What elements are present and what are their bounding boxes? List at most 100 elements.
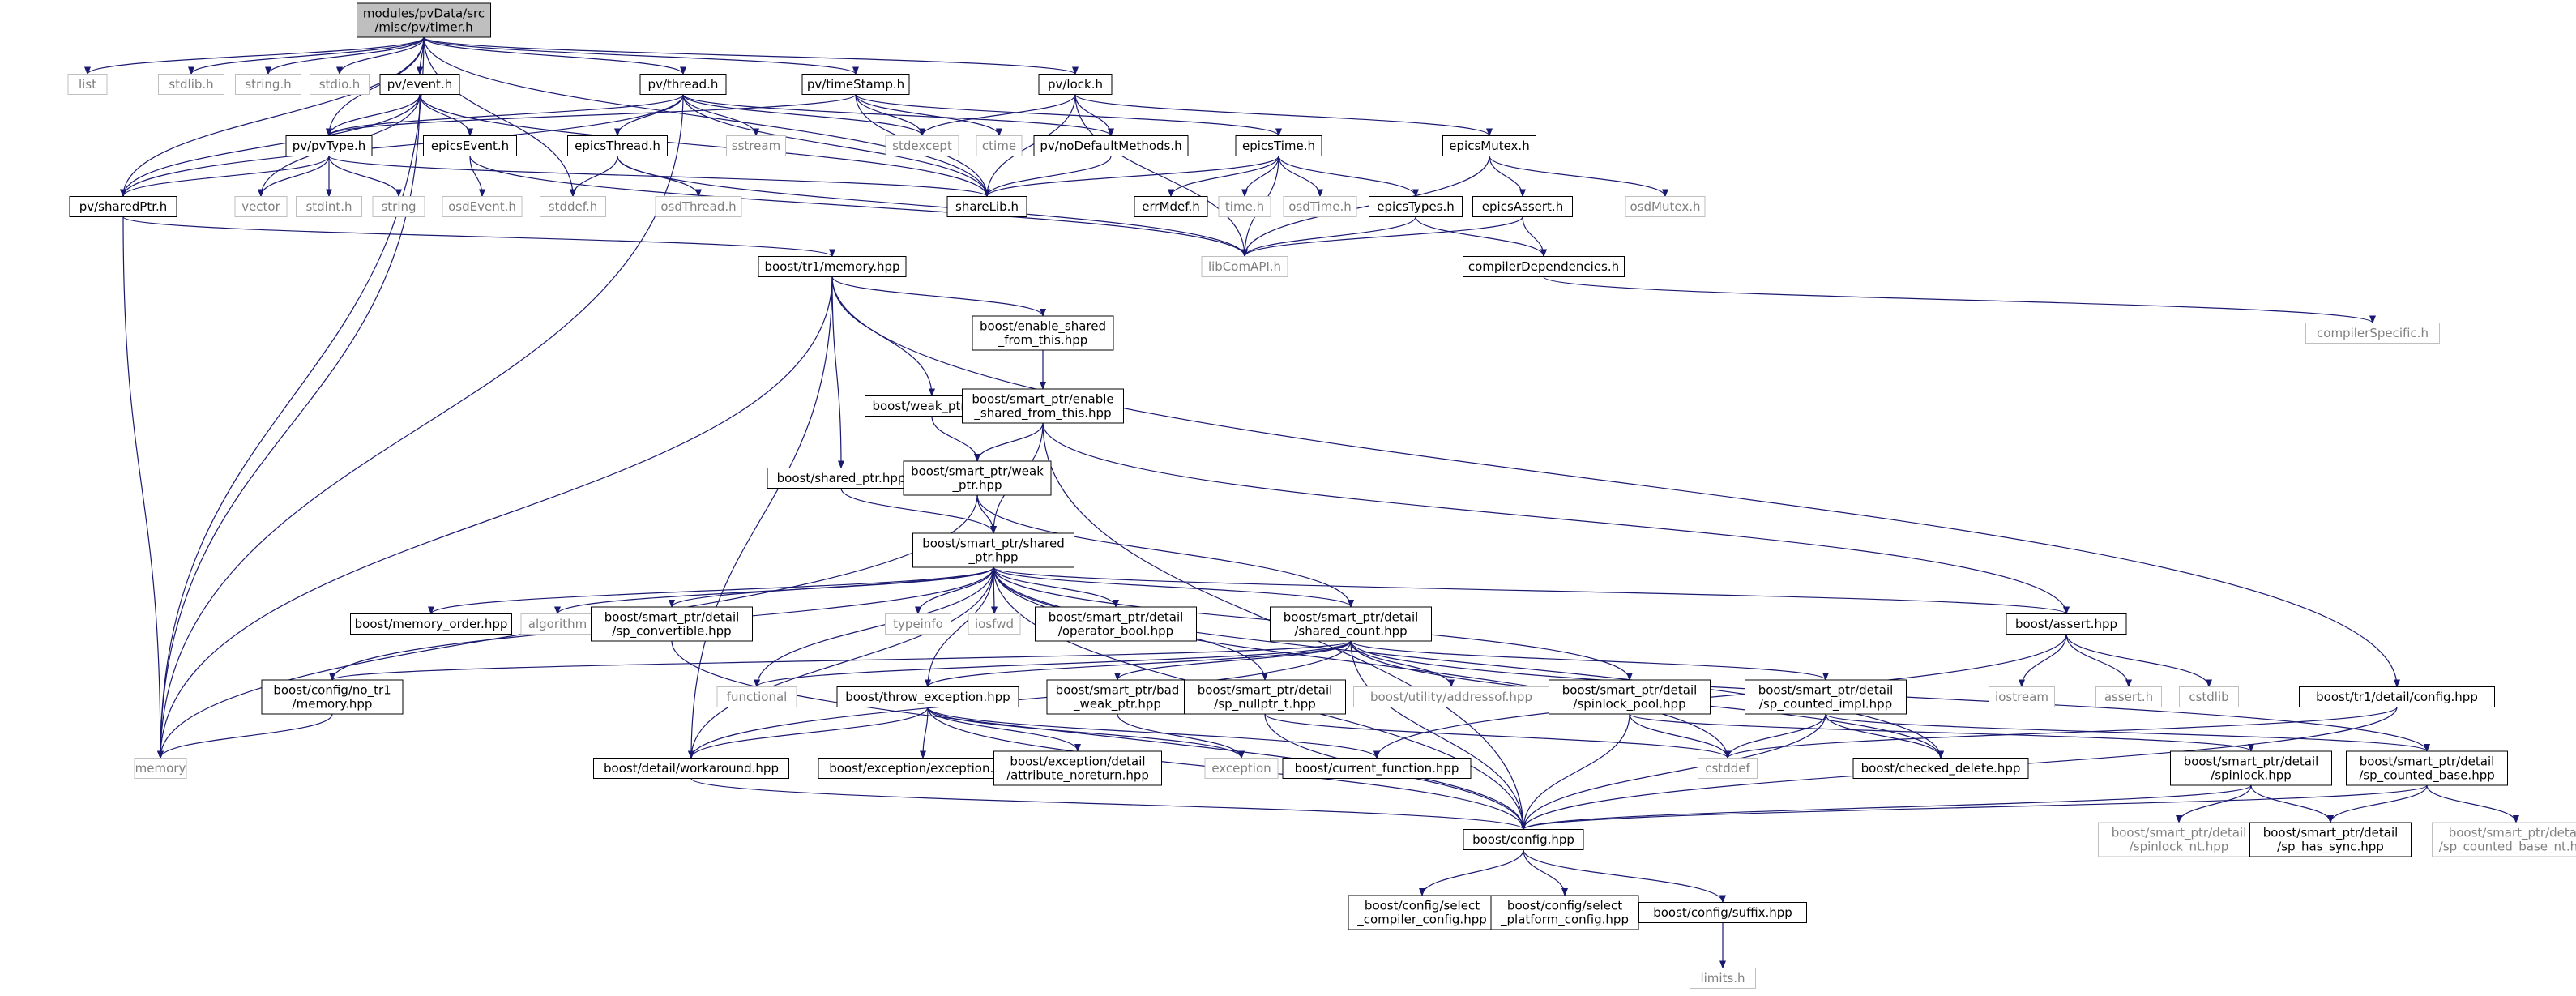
edge-root-to-pvtype — [326, 36, 425, 137]
edge-nullptr-to-cstddef — [1264, 713, 1731, 759]
node-label: ctime — [982, 139, 1016, 153]
node-selplat[interactable]: boost/config/select_platform_config.hpp — [1490, 895, 1639, 930]
node-sharedcount[interactable]: boost/smart_ptr/detail/shared_count.hpp — [1270, 606, 1432, 642]
node-epicstime[interactable]: epicsTime.h — [1235, 135, 1322, 156]
node-opbool[interactable]: boost/smart_ptr/detail/operator_bool.hpp — [1035, 606, 1197, 642]
edge-epicstime-to-errmdef — [1168, 156, 1279, 198]
node-selcomp[interactable]: boost/config/select_compiler_config.hpp — [1348, 895, 1497, 930]
node-spenable[interactable]: boost/smart_ptr/enable_shared_from_this.… — [962, 388, 1124, 424]
node-label: boost/smart_ptr/detail — [1562, 682, 1698, 698]
edge-tr1config-to-cstddef — [1724, 706, 2398, 759]
edge-pvtimestamp-to-stdexcept — [855, 94, 925, 137]
node-workaround[interactable]: boost/detail/workaround.hpp — [593, 758, 789, 779]
edge-pvthread-to-nodefault — [682, 93, 1114, 137]
node-box — [591, 606, 753, 642]
node-pvtimestamp[interactable]: pv/timeStamp.h — [801, 74, 910, 95]
node-sharelib[interactable]: shareLib.h — [946, 196, 1027, 217]
node-label: _platform_config.hpp — [1500, 912, 1629, 927]
node-pvthread[interactable]: pv/thread.h — [639, 74, 727, 95]
node-label: algorithm — [528, 617, 587, 631]
node-notr1[interactable]: boost/config/no_tr1/memory.hpp — [261, 679, 404, 715]
node-label: epicsTime.h — [1242, 139, 1315, 153]
node-box — [357, 2, 491, 38]
node-epicsevent[interactable]: epicsEvent.h — [423, 135, 517, 156]
node-suffix[interactable]: boost/config/suffix.hpp — [1638, 902, 1807, 923]
node-box — [903, 460, 1052, 496]
node-spinlock[interactable]: boost/smart_ptr/detail/spinlock.hpp — [2170, 750, 2332, 786]
node-box — [1463, 256, 1625, 277]
node-badweak[interactable]: boost/smart_ptr/bad_weak_ptr.hpp — [1046, 679, 1189, 715]
node-box — [593, 758, 789, 779]
node-sharedptrhpp[interactable]: boost/shared_ptr.hpp — [767, 468, 916, 489]
node-compilerdep[interactable]: compilerDependencies.h — [1463, 256, 1625, 277]
node-label: stddef.h — [549, 199, 597, 214]
node-config[interactable]: boost/config.hpp — [1463, 829, 1584, 850]
edge-pvlock-to-sharelib — [984, 94, 1076, 198]
node-iostream: iostream — [1989, 686, 2055, 707]
node-spshared[interactable]: boost/smart_ptr/shared_ptr.hpp — [912, 532, 1074, 568]
edge-epicsevent-to-libcomapi — [469, 156, 1248, 258]
node-epicsassert[interactable]: epicsAssert.h — [1472, 196, 1573, 217]
node-checkeddel[interactable]: boost/checked_delete.hpp — [1852, 758, 2029, 779]
node-pvevent[interactable]: pv/event.h — [379, 74, 460, 95]
node-tr1memory[interactable]: boost/tr1/memory.hpp — [758, 256, 907, 277]
edge-root-to-stdio — [336, 36, 425, 75]
node-label: compilerSpecific.h — [2317, 326, 2429, 340]
edge-nodefault-to-sharelib — [984, 156, 1112, 198]
node-epicsmutex[interactable]: epicsMutex.h — [1442, 135, 1536, 156]
node-throwexc[interactable]: boost/throw_exception.hpp — [836, 686, 1019, 707]
edge-pvevent-to-sharelib — [419, 94, 990, 198]
node-curfunc[interactable]: boost/current_function.hpp — [1282, 758, 1472, 779]
node-stdint: stdint.h — [296, 196, 362, 217]
edge-tr1memory-to-enableshared — [831, 276, 1046, 317]
node-countedbase[interactable]: boost/smart_ptr/detail/sp_counted_base.h… — [2346, 750, 2508, 786]
node-label: /misc/pv/timer.h — [374, 19, 472, 34]
node-pvlock[interactable]: pv/lock.h — [1038, 74, 1113, 95]
node-asserth: assert.h — [2095, 686, 2162, 707]
node-tr1config[interactable]: boost/tr1/detail/config.hpp — [2299, 686, 2495, 707]
node-attrnoret[interactable]: boost/exception/detail/attribute_noretur… — [993, 750, 1162, 786]
node-spconv[interactable]: boost/smart_ptr/detail/sp_convertible.hp… — [591, 606, 753, 642]
node-label: /sp_convertible.hpp — [612, 623, 731, 639]
edge-root-to-pvlock — [423, 36, 1079, 75]
node-label: /spinlock_pool.hpp — [1573, 696, 1685, 712]
edge-assert-to-cstdlib — [2065, 634, 2212, 688]
edge-spshared-to-workaround — [688, 566, 994, 759]
node-box — [993, 750, 1162, 786]
edge-sharedcount-to-functional — [754, 640, 1352, 688]
edge-root-to-stringh — [265, 36, 425, 75]
node-spinpool[interactable]: boost/smart_ptr/detail/spinlock_pool.hpp — [1549, 679, 1711, 715]
node-epicstypes[interactable]: epicsTypes.h — [1369, 196, 1463, 217]
node-epicsthread[interactable]: epicsThread.h — [567, 135, 668, 156]
node-box — [2095, 686, 2162, 707]
node-box — [2305, 323, 2440, 344]
node-label: boost/smart_ptr/detail — [2263, 825, 2399, 840]
node-label: libComAPI.h — [1208, 259, 1281, 274]
edge-tr1memory-to-tr1config — [831, 276, 2400, 688]
node-pvtype[interactable]: pv/pvType.h — [285, 135, 373, 156]
node-box — [1270, 606, 1432, 642]
node-box — [1218, 196, 1271, 217]
node-nodefault[interactable]: pv/noDefaultMethods.h — [1033, 135, 1189, 156]
node-sharedptr[interactable]: pv/sharedPtr.h — [69, 196, 177, 217]
node-memorder[interactable]: boost/memory_order.hpp — [350, 613, 512, 635]
node-assert[interactable]: boost/assert.hpp — [2006, 613, 2127, 635]
node-box — [801, 74, 910, 95]
edge-epicsmutex-to-libcomapi — [1241, 156, 1490, 258]
node-spweak[interactable]: boost/smart_ptr/weak_ptr.hpp — [903, 460, 1052, 496]
edge-throwexc-to-attrnoret — [927, 707, 1081, 752]
node-excexc[interactable]: boost/exception/exception.hpp — [818, 758, 1028, 779]
node-label: iosfwd — [975, 617, 1014, 631]
node-countedimpl[interactable]: boost/smart_ptr/detail/sp_counted_impl.h… — [1745, 679, 1907, 715]
edge-epicstypes-to-libcomapi — [1241, 216, 1416, 258]
node-label: boost/smart_ptr/detail — [2449, 825, 2576, 840]
node-nullptr[interactable]: boost/smart_ptr/detail/sp_nullptr_t.hpp — [1184, 679, 1346, 715]
node-errmdef[interactable]: errMdef.h — [1134, 196, 1208, 217]
node-timeh: time.h — [1218, 196, 1271, 217]
node-label: assert.h — [2104, 690, 2153, 704]
edge-spshared-to-sharedcount — [993, 566, 1354, 608]
node-hassync[interactable]: boost/smart_ptr/detail/sp_has_sync.hpp — [2249, 822, 2412, 857]
node-enableshared[interactable]: boost/enable_shared_from_this.hpp — [972, 315, 1114, 351]
edge-spinlock-to-spinlocknt — [2176, 784, 2252, 823]
edge-pvtype-to-sharedptr — [120, 156, 330, 198]
